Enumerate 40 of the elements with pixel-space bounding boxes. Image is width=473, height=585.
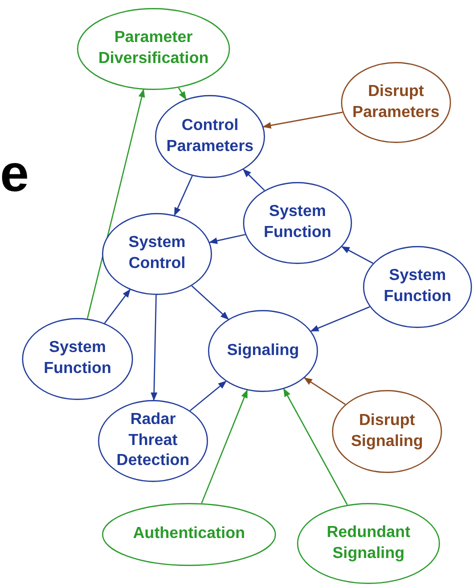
node-label: System Function: [262, 202, 332, 243]
arrow: [174, 176, 193, 216]
ellipse-node: [102, 503, 276, 566]
heading-fragment: e: [0, 148, 29, 200]
arrow: [341, 246, 374, 264]
node-label: System Function: [382, 266, 452, 307]
ellipse-node: [98, 400, 208, 482]
node-label: Parameter Diversification: [97, 28, 210, 69]
ellipse-node: [22, 318, 133, 400]
node-label: System Function: [42, 338, 112, 379]
ellipse-node: [297, 503, 440, 584]
arrow: [262, 112, 343, 129]
ellipse-node: [243, 182, 352, 264]
ellipse-node: [363, 246, 472, 328]
arrow: [304, 377, 346, 405]
ellipse-node: [341, 62, 451, 143]
ellipse-node: [155, 95, 265, 178]
ellipse-node: [332, 390, 442, 473]
arrow: [86, 88, 145, 319]
ellipse-node: [77, 8, 230, 90]
node-label: Control Parameters: [165, 116, 255, 156]
node-label: Disrupt Parameters: [351, 82, 441, 122]
node-label: Signaling: [226, 340, 300, 361]
node-label: Redundant Signaling: [326, 522, 412, 564]
arrow: [242, 168, 265, 191]
ellipse-node: [102, 213, 212, 295]
arrow: [208, 234, 246, 244]
arrow: [178, 87, 186, 100]
node-label: Disrupt Signaling: [350, 410, 424, 452]
arrow: [310, 306, 370, 332]
arrow: [150, 294, 158, 401]
arrow: [201, 389, 248, 504]
arrow: [283, 388, 348, 506]
node-label: Radar Threat Detection: [116, 410, 190, 472]
arrow: [190, 380, 227, 412]
ellipse-node: [208, 310, 318, 392]
arrow: [191, 285, 229, 320]
arrow: [104, 289, 130, 324]
node-label: System Control: [128, 233, 186, 274]
node-label: Authentication: [132, 524, 246, 544]
